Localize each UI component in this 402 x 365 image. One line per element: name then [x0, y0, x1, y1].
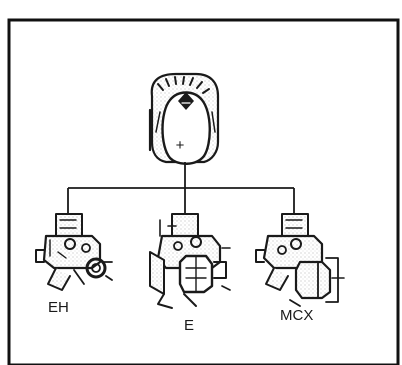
e-actuator-icon — [149, 213, 231, 309]
controller-plus-symbol: + — [176, 137, 185, 154]
eh-actuator-icon — [35, 213, 113, 291]
connector-lines — [67, 162, 295, 214]
control-selector-icon — [148, 72, 220, 165]
unit-label-e: E — [184, 317, 194, 334]
unit-label-mcx: MCX — [280, 307, 313, 324]
mcx-actuator-icon — [255, 213, 345, 307]
outer-border — [7, 18, 400, 365]
unit-label-eh: EH — [48, 299, 69, 316]
